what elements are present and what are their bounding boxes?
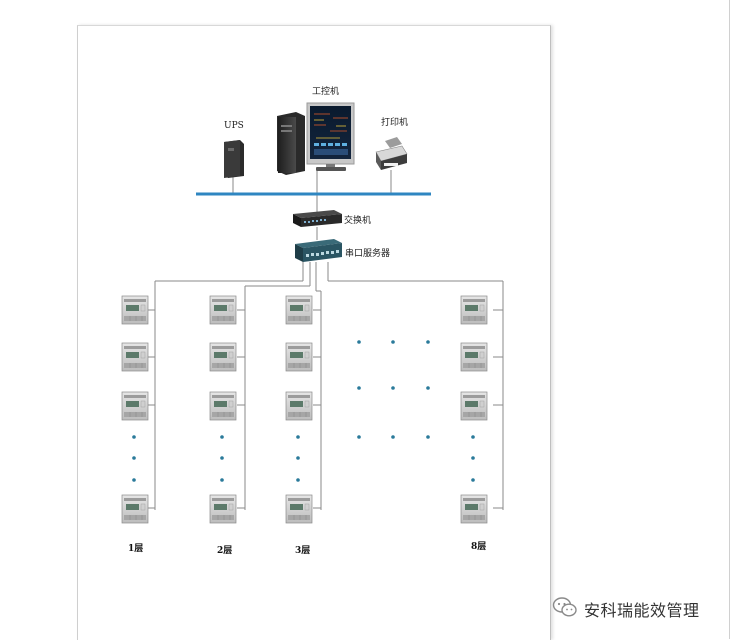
energy-meter bbox=[121, 295, 149, 325]
energy-meter bbox=[460, 342, 488, 372]
ellipsis-dot bbox=[357, 435, 361, 439]
energy-meter bbox=[285, 391, 313, 421]
ups-device bbox=[224, 140, 244, 178]
energy-meter bbox=[209, 295, 237, 325]
energy-meter bbox=[209, 494, 237, 524]
energy-meter bbox=[121, 391, 149, 421]
energy-meter bbox=[285, 342, 313, 372]
ellipsis-dot bbox=[426, 435, 430, 439]
ellipsis-dot bbox=[357, 340, 361, 344]
ellipsis-dot bbox=[471, 478, 475, 482]
ups-label: UPS bbox=[224, 121, 244, 131]
network-switch bbox=[293, 210, 342, 227]
energy-meter bbox=[209, 391, 237, 421]
ellipsis-dot bbox=[220, 456, 224, 460]
energy-meter bbox=[209, 342, 237, 372]
ellipsis-dot bbox=[132, 435, 136, 439]
energy-meter bbox=[121, 494, 149, 524]
bus-wires bbox=[147, 170, 504, 510]
ellipsis-dot bbox=[391, 386, 395, 390]
energy-meter bbox=[121, 342, 149, 372]
window-edge bbox=[729, 0, 730, 639]
ellipsis-dot bbox=[471, 456, 475, 460]
serial-server bbox=[295, 239, 342, 262]
energy-meter bbox=[460, 295, 488, 325]
ellipsis-dot bbox=[296, 435, 300, 439]
ellipsis-dot bbox=[471, 435, 475, 439]
watermark: 安科瑞能效管理 bbox=[552, 597, 700, 621]
watermark-text: 安科瑞能效管理 bbox=[584, 601, 700, 620]
ellipsis-dot bbox=[391, 435, 395, 439]
ellipsis-dot bbox=[220, 478, 224, 482]
floor-label-1: 1层 bbox=[128, 544, 144, 554]
switch-label: 交换机 bbox=[344, 216, 372, 226]
wechat-icon bbox=[552, 596, 578, 622]
energy-meters bbox=[121, 295, 488, 524]
ellipsis-dot bbox=[426, 340, 430, 344]
ipc-label: 工控机 bbox=[312, 87, 340, 97]
floor-label-2: 2层 bbox=[217, 546, 233, 556]
energy-meter bbox=[285, 494, 313, 524]
energy-meter bbox=[460, 494, 488, 524]
ellipsis-dot bbox=[426, 386, 430, 390]
ellipsis-dot bbox=[132, 456, 136, 460]
energy-meter bbox=[285, 295, 313, 325]
ellipsis-dot bbox=[296, 478, 300, 482]
printer-label: 打印机 bbox=[381, 118, 409, 128]
ellipsis-dot bbox=[220, 435, 224, 439]
industrial-pc bbox=[277, 102, 355, 175]
serial-server-label: 串口服务器 bbox=[345, 249, 391, 259]
ellipsis-dot bbox=[296, 456, 300, 460]
printer-device bbox=[375, 137, 408, 170]
floor-label-8: 8层 bbox=[471, 542, 487, 552]
ellipsis-dot bbox=[357, 386, 361, 390]
floor-label-3: 3层 bbox=[295, 546, 311, 556]
ellipsis-dot bbox=[391, 340, 395, 344]
ellipsis-dots bbox=[132, 340, 475, 482]
energy-meter bbox=[460, 391, 488, 421]
ellipsis-dot bbox=[132, 478, 136, 482]
